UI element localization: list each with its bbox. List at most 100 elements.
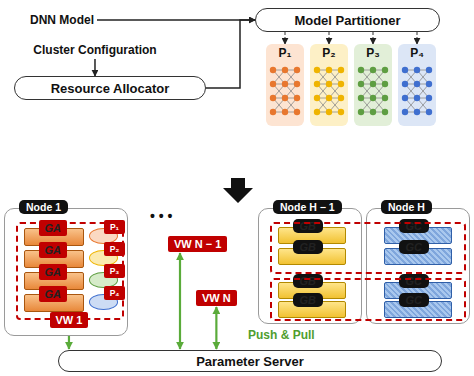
- network-dot: [282, 109, 288, 115]
- network-dot: [382, 67, 388, 73]
- node-label: GA: [39, 264, 68, 280]
- gpu-box: GA: [24, 294, 84, 312]
- node-tag: Node 1: [19, 200, 68, 214]
- network-dot: [338, 95, 344, 101]
- network-dot: [370, 95, 376, 101]
- flow-arrow: [97, 19, 255, 21]
- flow-arrow: [328, 32, 329, 44]
- network-dot: [370, 67, 376, 73]
- network-dot: [358, 95, 364, 101]
- input-label: DNN Model: [20, 12, 104, 28]
- network-dot: [414, 67, 420, 73]
- edge-label: Push & Pull: [246, 328, 317, 342]
- cluster-node: Node 1VW 1GAGAGAGAP₁P₂P₃P₄: [4, 208, 128, 336]
- node-label: P₃: [366, 46, 380, 60]
- network-dot: [326, 109, 332, 115]
- network-graph: [310, 64, 348, 124]
- network-dot: [338, 109, 344, 115]
- process-box: Model Partitioner: [255, 8, 440, 32]
- network-dot: [314, 95, 320, 101]
- network-dot: [294, 67, 300, 73]
- network-dot: [326, 95, 332, 101]
- network-dot: [414, 95, 420, 101]
- flow-arrow: [94, 59, 96, 76]
- network-dot: [294, 109, 300, 115]
- node-tag: Node H: [381, 200, 432, 214]
- node-tag: Node H − 1: [273, 200, 342, 214]
- network-dot: [314, 109, 320, 115]
- node-label: GB: [293, 274, 324, 288]
- virtual-worker-region: VW N: [270, 278, 466, 321]
- network-dot: [358, 81, 364, 87]
- network-dot: [326, 81, 332, 87]
- push-pull-arrow: [215, 307, 217, 349]
- network-dot: [270, 95, 276, 101]
- cluster-node: Node HGCGCGCGC: [366, 208, 470, 324]
- network-dot: [402, 109, 408, 115]
- flow-down-arrow: [223, 178, 253, 203]
- network-dot: [270, 109, 276, 115]
- network-dot: [370, 81, 376, 87]
- push-pull-arrow: [179, 253, 181, 349]
- node-label: P₂: [322, 46, 335, 60]
- virtual-worker-region: VW 1GAGAGAGAP₁P₂P₃P₄: [16, 222, 124, 320]
- network-dot: [402, 81, 408, 87]
- virtual-worker-region: VW N − 1: [270, 222, 466, 274]
- worker-tag: VW 1: [50, 312, 89, 328]
- node-label: P₁: [279, 46, 292, 60]
- network-dot: [382, 95, 388, 101]
- network-graph: [398, 64, 436, 124]
- network-dot: [414, 109, 420, 115]
- node-label: GA: [39, 286, 68, 302]
- network-dot: [426, 109, 432, 115]
- network-dot: [326, 67, 332, 73]
- node-label: P₄: [410, 46, 424, 60]
- network-dot: [294, 95, 300, 101]
- network-dot: [426, 95, 432, 101]
- node-label: GC: [399, 240, 430, 254]
- gpu-box: GC: [384, 301, 452, 318]
- network-dot: [338, 81, 344, 87]
- network-dot: [314, 67, 320, 73]
- node-label: P₁: [104, 220, 125, 234]
- worker-tag: VW N − 1: [168, 236, 227, 252]
- node-label: P₂: [104, 242, 125, 256]
- flow-arrow: [206, 20, 255, 88]
- partition-band: P₂: [310, 44, 348, 126]
- node-label: Resource Allocator: [51, 81, 170, 96]
- node-label: P₃: [104, 264, 126, 278]
- gpu-box: GC: [384, 248, 452, 265]
- partition-circle: P₄: [89, 294, 119, 310]
- cluster-node: Node H − 1GBGBGBGB: [258, 208, 362, 324]
- network-dot: [426, 67, 432, 73]
- network-dot: [270, 67, 276, 73]
- node-label: GC: [399, 274, 430, 288]
- node-label: DNN Model: [30, 13, 94, 27]
- node-label: GC: [399, 219, 430, 233]
- node-label: P₄: [104, 286, 126, 300]
- flow-arrow: [284, 32, 285, 44]
- partition-band: P₄: [398, 44, 436, 126]
- network-graph: [266, 64, 304, 124]
- network-dot: [370, 109, 376, 115]
- node-label: GA: [39, 242, 68, 258]
- network-graph: [354, 64, 392, 124]
- ellipsis-mark: • • •: [150, 208, 172, 224]
- node-label: GB: [293, 240, 324, 254]
- node-label: Cluster Configuration: [33, 43, 156, 57]
- node-label: Model Partitioner: [294, 13, 400, 28]
- network-dot: [294, 81, 300, 87]
- node-label: GC: [399, 293, 430, 307]
- network-dot: [358, 109, 364, 115]
- gpu-box: GB: [278, 301, 346, 318]
- partition-band: P₃: [354, 44, 392, 126]
- gpu-box: GB: [278, 248, 346, 265]
- network-dot: [270, 81, 276, 87]
- server-box: Parameter Server: [58, 350, 442, 372]
- partition-band: P₁: [266, 44, 304, 126]
- network-dot: [282, 67, 288, 73]
- node-label: GB: [293, 293, 324, 307]
- network-dot: [414, 81, 420, 87]
- process-box: Resource Allocator: [14, 76, 206, 100]
